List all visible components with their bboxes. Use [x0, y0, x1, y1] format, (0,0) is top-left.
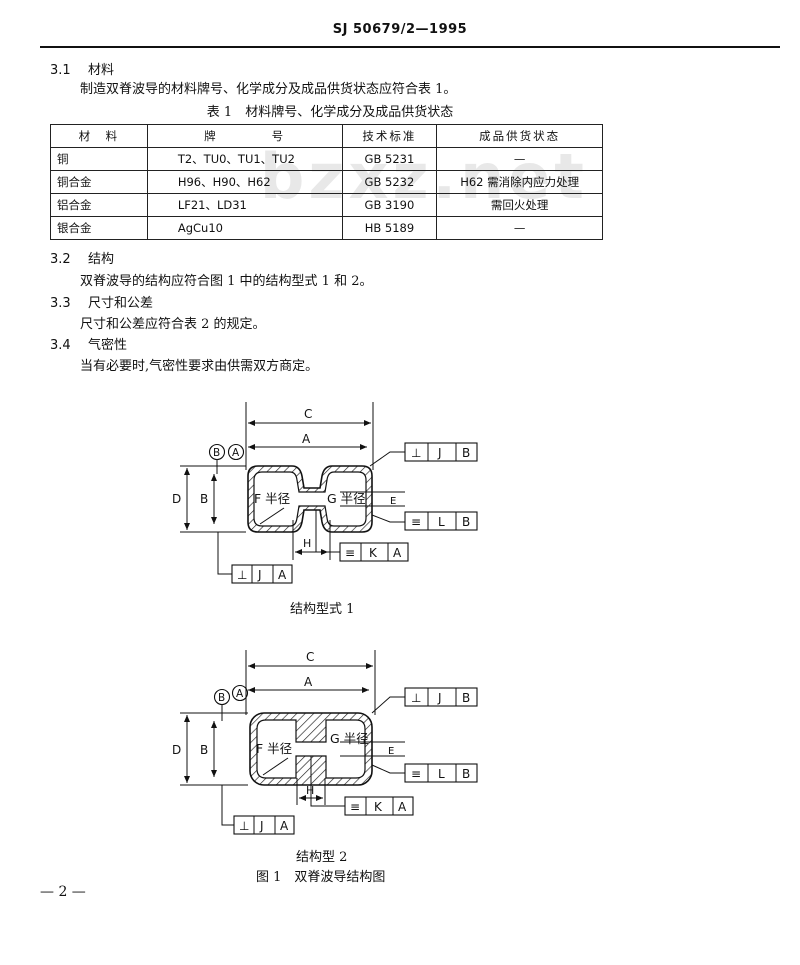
feature-frame-bottom: ⊥ J A	[233, 815, 295, 835]
datum-a-label: A	[236, 688, 244, 700]
cell-grade: AgCu10	[146, 216, 343, 240]
dim-h-label: H	[306, 784, 314, 797]
cell-state: —	[436, 216, 603, 240]
section-number: 3.2	[50, 252, 71, 267]
dim-e-label: E	[388, 746, 394, 757]
tolerance-value: L	[438, 515, 445, 529]
header-standard: 技术标准	[341, 124, 438, 148]
symmetry-symbol: ≡	[345, 546, 355, 560]
feature-frame-mid: ≡ K A	[344, 796, 414, 816]
radius-f-label: F 半径	[256, 741, 292, 756]
tolerance-value: J	[437, 691, 442, 705]
tolerance-value: J	[259, 819, 264, 833]
dim-c-label: C	[306, 650, 314, 664]
dim-b-label: B	[200, 743, 208, 757]
datum-ref: B	[462, 691, 470, 705]
structure-form-2: C A F 半径 G 半径 D B B A E H	[172, 650, 478, 835]
section-title: 材料	[88, 63, 115, 78]
dim-c-label: C	[304, 407, 312, 421]
feature-frame-bottom: ⊥ J A	[231, 564, 293, 584]
section-title: 气密性	[88, 338, 128, 353]
feature-frame-mid: ≡ K A	[339, 542, 409, 562]
cell-material: 铜合金	[50, 170, 148, 194]
form-1-caption: 结构型式 1	[290, 602, 355, 617]
perpendicularity-symbol: ⊥	[237, 568, 247, 582]
perpendicularity-symbol: ⊥	[411, 446, 421, 460]
section-3-4-body: 当有必要时,气密性要求由供需双方商定。	[80, 359, 319, 374]
datum-b-label: B	[213, 447, 220, 459]
table-row: 铝合金 LF21、LD31 GB 3190 需回火处理	[50, 193, 603, 217]
perpendicularity-symbol: ⊥	[411, 691, 421, 705]
cell-grade: LF21、LD31	[146, 193, 343, 217]
form-2-caption: 结构型 2	[296, 850, 348, 865]
tolerance-value: K	[374, 800, 383, 814]
feature-frame-right: ≡ L B	[404, 763, 478, 783]
radius-f-label: F 半径	[254, 491, 290, 506]
dim-a-label: A	[302, 432, 311, 446]
cell-state: H62 需消除内应力处理	[436, 170, 603, 194]
feature-frame-top: ⊥ J B	[404, 687, 478, 707]
section-3-3-heading: 3.3 尺寸和公差	[50, 294, 153, 314]
datum-ref: A	[280, 819, 289, 833]
section-number: 3.1	[50, 63, 71, 78]
dim-e-label: E	[390, 496, 396, 507]
dim-d-label: D	[172, 743, 181, 757]
section-3-3-body: 尺寸和公差应符合表 2 的规定。	[80, 317, 266, 332]
table-row: 银合金 AgCu10 HB 5189 —	[50, 216, 603, 240]
datum-ref: B	[462, 767, 470, 781]
page-number: — 2 —	[40, 884, 86, 900]
section-3-1-heading: 3.1 材料	[50, 61, 114, 81]
feature-frame-right: ≡ L B	[404, 511, 478, 531]
section-number: 3.3	[50, 296, 71, 311]
section-3-2-body: 双脊波导的结构应符合图 1 中的结构型式 1 和 2。	[80, 274, 373, 289]
header-state: 成品供货状态	[436, 124, 603, 148]
symmetry-symbol: ≡	[350, 800, 360, 814]
radius-g-label: G 半径	[330, 731, 369, 746]
dim-d-label: D	[172, 492, 181, 506]
datum-ref: A	[278, 568, 287, 582]
section-number: 3.4	[50, 338, 71, 353]
section-3-1-body: 制造双脊波导的材料牌号、化学成分及成品供货状态应符合表 1。	[80, 82, 457, 97]
dim-b-label: B	[200, 492, 208, 506]
tolerance-value: L	[438, 767, 445, 781]
section-3-4-heading: 3.4 气密性	[50, 336, 127, 356]
tolerance-value: J	[257, 568, 262, 582]
tolerance-value: J	[437, 446, 442, 460]
figure-1-caption: 图 1 双脊波导结构图	[256, 870, 386, 885]
structure-form-1: C A F 半径 G 半径 D B B A E H	[172, 402, 478, 584]
header-grade: 牌 号	[146, 124, 343, 148]
section-title: 结构	[88, 252, 115, 267]
datum-ref: A	[393, 546, 402, 560]
cell-standard: GB 5231	[341, 147, 438, 171]
cell-standard: HB 5189	[341, 216, 438, 240]
tolerance-value: K	[369, 546, 378, 560]
section-3-2-heading: 3.2 结构	[50, 250, 114, 270]
datum-ref: B	[462, 446, 470, 460]
datum-ref: B	[462, 515, 470, 529]
table-1-caption: 表 1 材料牌号、化学成分及成品供货状态	[206, 105, 454, 120]
materials-table: 材 料 牌 号 技术标准 成品供货状态 铜 T2、TU0、TU1、TU2 GB …	[50, 124, 603, 240]
cell-state: —	[436, 147, 603, 171]
symmetry-symbol: ≡	[411, 515, 421, 529]
cell-grade: T2、TU0、TU1、TU2	[146, 147, 343, 171]
datum-ref: A	[398, 800, 407, 814]
perpendicularity-symbol: ⊥	[239, 819, 249, 833]
cell-grade: H96、H90、H62	[146, 170, 343, 194]
radius-g-label: G 半径	[327, 491, 366, 506]
standard-number: SJ 50679/2—1995	[332, 22, 468, 37]
datum-a-label: A	[232, 447, 240, 459]
table-row: 铜合金 H96、H90、H62 GB 5232 H62 需消除内应力处理	[50, 170, 603, 194]
dim-h-label: H	[303, 537, 311, 550]
cell-material: 银合金	[50, 216, 148, 240]
header-rule	[40, 46, 780, 48]
datum-b-label: B	[218, 692, 225, 704]
cell-state: 需回火处理	[436, 193, 603, 217]
section-title: 尺寸和公差	[88, 296, 154, 311]
feature-frame-top: ⊥ J B	[404, 442, 478, 462]
dim-a-label: A	[304, 675, 313, 689]
symmetry-symbol: ≡	[411, 767, 421, 781]
cell-standard: GB 3190	[341, 193, 438, 217]
